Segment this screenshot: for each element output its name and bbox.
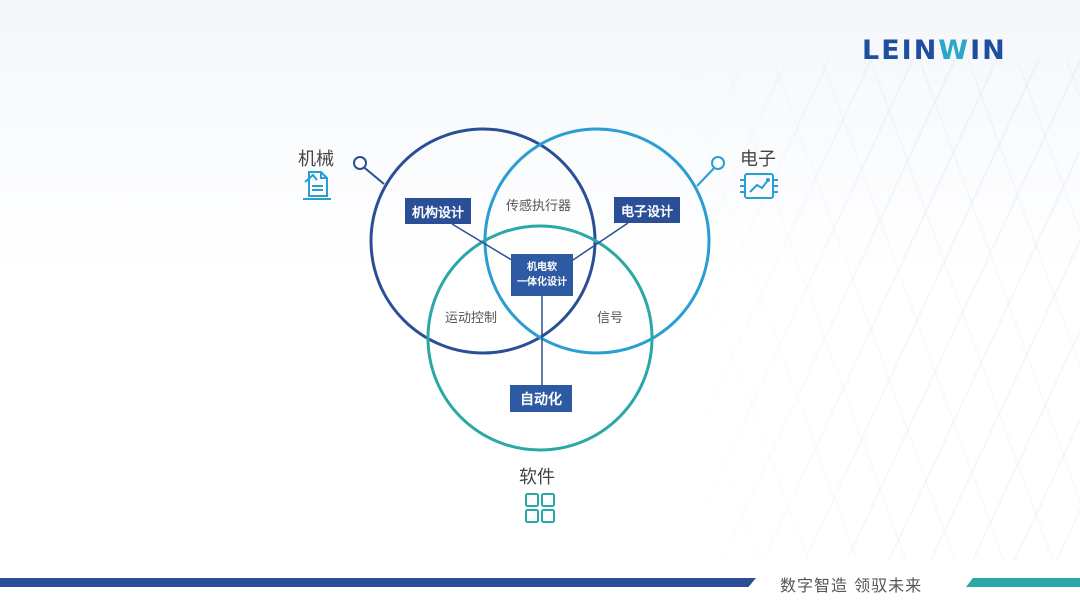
electronic-title: 电子 [740, 149, 776, 170]
brand-logo: LEINWIN [862, 35, 1007, 66]
circuit-chip-icon [740, 173, 778, 199]
software-circle [426, 224, 654, 452]
signal-label: 信号 [597, 311, 624, 326]
elec-leader-line [569, 222, 629, 263]
background-decoration [660, 60, 1080, 560]
integrated-design-tag: 机电软 一体化设计 [511, 254, 573, 296]
mech-connector-dot [353, 156, 367, 170]
software-title: 软件 [519, 467, 555, 488]
integrated-design-line1: 机电软 [527, 262, 557, 273]
mech-leader-line [451, 223, 516, 263]
sensor-actuator-label: 传感执行器 [506, 199, 572, 214]
footer-bar-left [0, 578, 756, 587]
integrated-design-line2: 一体化设计 [517, 277, 567, 288]
mechanical-title: 机械 [298, 149, 334, 170]
document-icon [303, 171, 331, 200]
motion-control-label: 运动控制 [445, 311, 498, 326]
footer-bar-right [966, 578, 1080, 587]
elec-connector-dot [711, 156, 725, 170]
grid-icon [525, 493, 555, 523]
footer-slogan: 数字智造 领驭未来 [780, 576, 923, 595]
automation-tag: 自动化 [510, 385, 572, 412]
electronic-design-tag: 电子设计 [614, 197, 680, 223]
mechanism-design-tag: 机构设计 [405, 198, 471, 224]
